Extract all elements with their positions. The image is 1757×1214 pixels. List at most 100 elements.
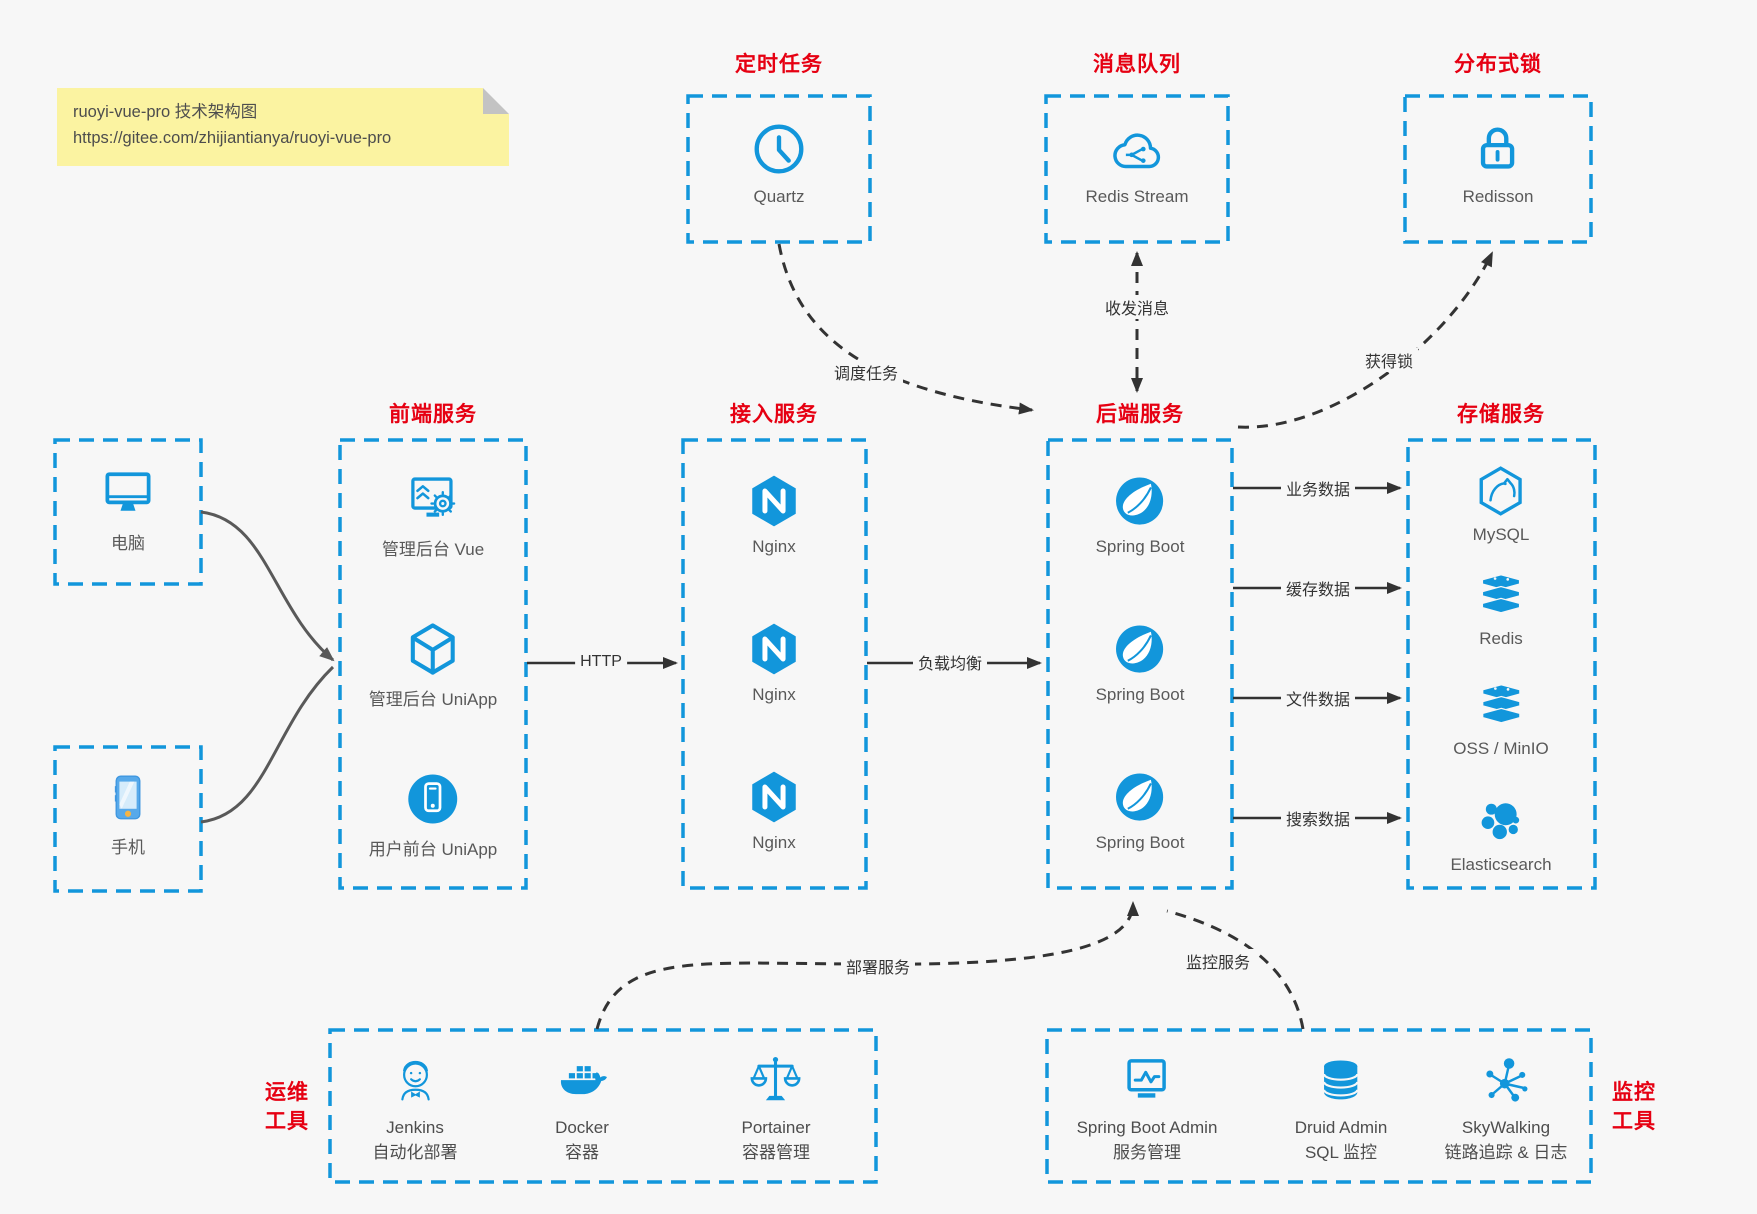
- group-box-monitor: [1045, 1028, 1593, 1184]
- title-backend-services: 后端服务: [1096, 403, 1184, 426]
- node-label: 用户前台 UniApp: [368, 840, 498, 859]
- edge-schedule: [777, 243, 1034, 415]
- node-nginx-1: Nginx: [745, 472, 803, 557]
- node-label: 管理后台 Vue: [381, 540, 485, 559]
- node-label: 管理后台 UniApp: [368, 690, 498, 709]
- jenkins-icon: [400, 1060, 430, 1101]
- group-box-phone: [53, 745, 203, 893]
- node-springboot-1: Spring Boot: [1095, 472, 1185, 557]
- phone-icon: [114, 775, 141, 820]
- nginx-icon: [752, 475, 796, 527]
- node-label: Spring Boot: [1095, 833, 1185, 852]
- edge-label-http: HTTP: [575, 653, 627, 671]
- node-redis: Redis: [1474, 568, 1528, 649]
- node-label: Spring Boot: [1095, 685, 1185, 704]
- title-access-services: 接入服务: [730, 403, 818, 426]
- node-redisson: Redisson: [1462, 118, 1534, 207]
- group-box-backend: [1046, 438, 1234, 890]
- node-label: Spring Boot: [1095, 537, 1185, 556]
- node-quartz: Quartz: [748, 118, 810, 207]
- node-redis-stream: Redis Stream: [1085, 122, 1189, 207]
- node-label: 电脑: [111, 534, 145, 553]
- node-druid: Druid Admin SQL 监控: [1294, 1053, 1388, 1165]
- node-label: Nginx: [752, 685, 796, 704]
- title-storage-services: 存储服务: [1457, 403, 1545, 426]
- node-label: Portainer 容器管理: [741, 1118, 811, 1162]
- lock-icon: [1481, 127, 1515, 169]
- edge-label-deploy: 部署服务: [840, 954, 916, 978]
- node-mobile: 手机: [99, 768, 157, 858]
- edge-monitor: [1166, 909, 1305, 1030]
- sticky-note: ruoyi-vue-pro 技术架构图 https://gitee.com/zh…: [57, 88, 509, 166]
- edge-label-file: 文件数据: [1280, 686, 1356, 710]
- node-mysql: MySQL: [1472, 464, 1530, 545]
- spring-icon: [1116, 625, 1164, 673]
- cube-icon: [411, 623, 455, 675]
- node-jenkins: Jenkins 自动化部署: [373, 1053, 458, 1165]
- node-skywalking: SkyWalking 链路追踪 & 日志: [1444, 1053, 1568, 1165]
- edge-label-lock: 获得锁: [1359, 348, 1419, 372]
- title-distributed-lock: 分布式锁: [1454, 53, 1542, 76]
- node-label: Spring Boot Admin 服务管理: [1076, 1118, 1218, 1162]
- node-label: OSS / MinIO: [1453, 739, 1549, 758]
- node-label: Quartz: [753, 187, 805, 206]
- node-label: Nginx: [752, 537, 796, 556]
- trace-network-icon: [1486, 1058, 1528, 1102]
- edge-label-message: 收发消息: [1099, 295, 1175, 319]
- node-label: SkyWalking 链路追踪 & 日志: [1444, 1118, 1568, 1162]
- node-elasticsearch: Elasticsearch: [1450, 794, 1552, 875]
- spring-icon: [1116, 477, 1164, 525]
- note-url: https://gitee.com/zhijiantianya/ruoyi-vu…: [73, 129, 392, 147]
- nginx-icon: [752, 623, 796, 675]
- title-monitor-tools: 监控 工具: [1612, 1081, 1656, 1133]
- title-message-queue: 消息队列: [1093, 53, 1181, 76]
- edge-lock: [1237, 251, 1494, 429]
- node-portainer: Portainer 容器管理: [741, 1053, 811, 1165]
- node-label: Elasticsearch: [1450, 855, 1552, 874]
- node-admin-vue: 管理后台 Vue: [382, 470, 484, 560]
- edge-phone-frontend: [200, 665, 335, 824]
- mysql-icon: [1479, 466, 1523, 516]
- node-pc: 电脑: [98, 462, 158, 554]
- group-box-quartz: [686, 94, 872, 244]
- cloud-network-icon: [1113, 133, 1161, 169]
- node-admin-uniapp: 管理后台 UniApp: [369, 620, 497, 710]
- title-scheduled-tasks: 定时任务: [735, 53, 823, 76]
- spring-icon: [1116, 773, 1164, 821]
- edge-label-load-balance: 负载均衡: [912, 650, 988, 674]
- group-box-ops: [328, 1028, 878, 1184]
- object-storage-icon: [1481, 684, 1521, 724]
- user-app-icon: [408, 774, 458, 824]
- group-box-frontend: [338, 438, 528, 890]
- title-frontend-services: 前端服务: [389, 403, 477, 426]
- node-oss-minio: OSS / MinIO: [1453, 678, 1549, 759]
- node-user-uniapp: 用户前台 UniApp: [369, 770, 497, 860]
- edge-label-schedule: 调度任务: [828, 360, 904, 384]
- node-label: Docker 容器: [555, 1118, 609, 1162]
- edge-label-monitor: 监控服务: [1180, 949, 1256, 973]
- admin-monitor-icon: [1127, 1059, 1167, 1098]
- nginx-icon: [752, 771, 796, 823]
- edge-label-business: 业务数据: [1280, 476, 1356, 500]
- redis-icon: [1481, 574, 1521, 614]
- node-label: Redis Stream: [1085, 187, 1189, 206]
- edge-pc-frontend: [200, 510, 335, 662]
- database-icon: [1323, 1060, 1359, 1100]
- node-nginx-2: Nginx: [745, 620, 803, 705]
- note-title: ruoyi-vue-pro 技术架构图: [73, 103, 258, 121]
- group-box-lock: [1403, 94, 1593, 244]
- elasticsearch-icon: [1481, 803, 1519, 840]
- node-label: Druid Admin SQL 监控: [1294, 1118, 1388, 1162]
- node-label: Redis: [1479, 629, 1523, 648]
- group-box-storage: [1406, 438, 1597, 890]
- node-label: 手机: [111, 838, 145, 857]
- group-box-mq: [1044, 94, 1230, 244]
- node-nginx-3: Nginx: [745, 768, 803, 853]
- clock-icon: [754, 124, 804, 174]
- node-label: Jenkins 自动化部署: [372, 1118, 458, 1162]
- node-label: MySQL: [1472, 525, 1530, 544]
- admin-vue-icon: [411, 477, 456, 517]
- node-label: Redisson: [1462, 187, 1534, 206]
- node-springboot-admin: Spring Boot Admin 服务管理: [1076, 1053, 1218, 1165]
